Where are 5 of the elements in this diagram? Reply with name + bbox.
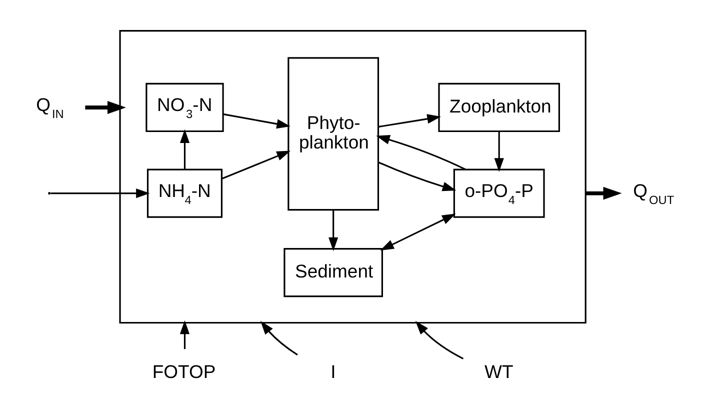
- node-text: Q$_{OUT}$: [633, 179, 674, 206]
- node-text: WT: [484, 360, 514, 382]
- node-text: FOTOP: [152, 360, 216, 382]
- node-text: I: [330, 360, 336, 382]
- node-text: Q$_{IN}$: [36, 94, 64, 121]
